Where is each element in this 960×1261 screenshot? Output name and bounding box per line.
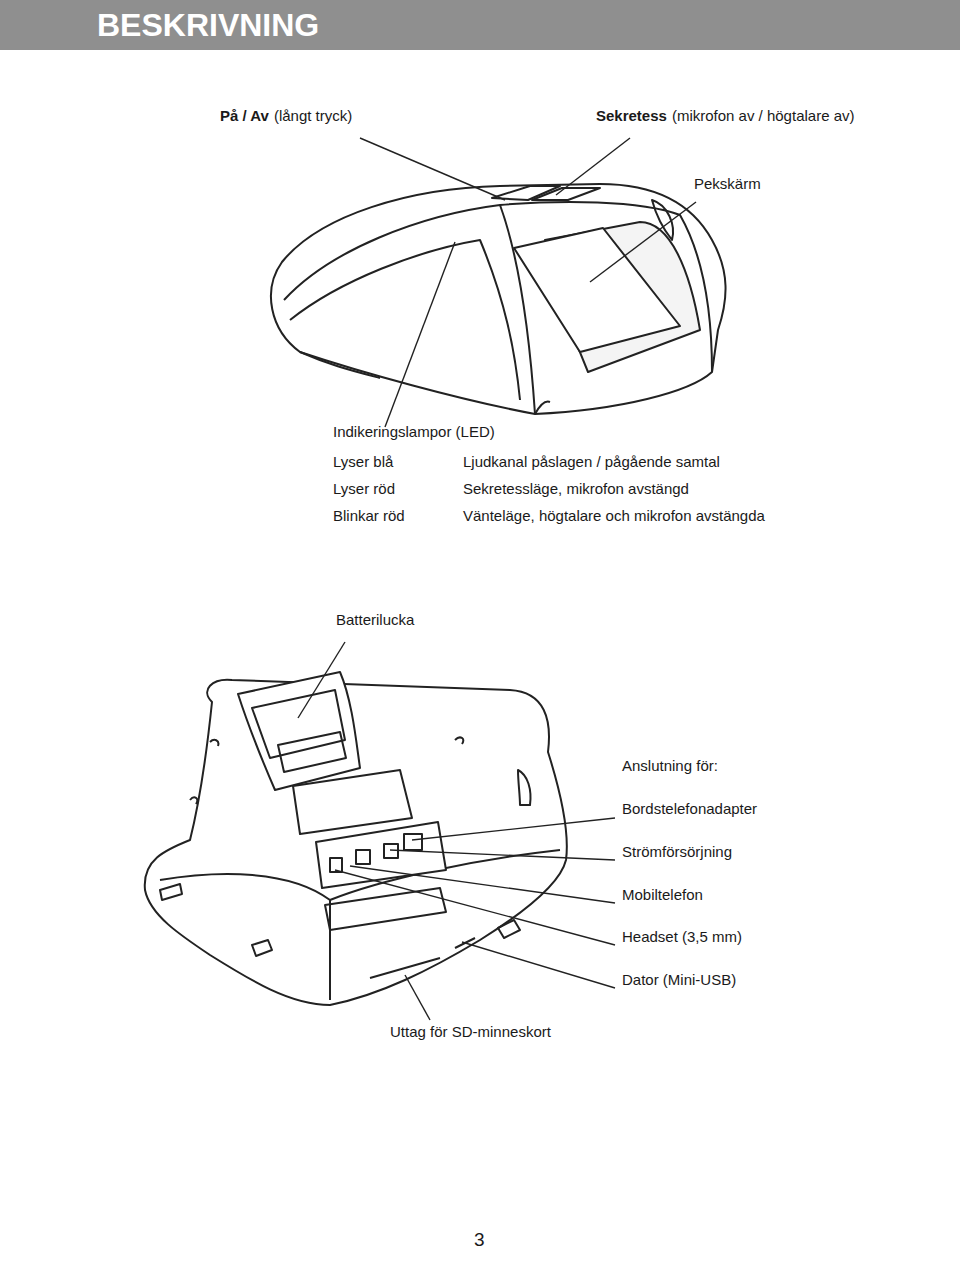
callout-label: Pekskärm	[694, 175, 761, 193]
callout-note: (mikrofon av / högtalare av)	[672, 107, 855, 125]
led-meaning: Ljudkanal påslagen / pågående samtal	[463, 453, 720, 471]
callout-label: Bordstelefonadapter	[622, 800, 757, 818]
callout-label: Uttag för SD-minneskort	[390, 1023, 551, 1041]
callout-label: På / Av	[220, 107, 269, 125]
led-meaning: Vänteläge, högtalare och mikrofon avstän…	[463, 507, 765, 525]
callout-note: (långt tryck)	[274, 107, 352, 125]
callout-label: Indikeringslampor (LED)	[333, 423, 495, 441]
callout-label: Headset (3,5 mm)	[622, 928, 742, 946]
led-state: Lyser röd	[333, 480, 395, 498]
callout-label: Batterilucka	[336, 611, 414, 629]
page-title: BESKRIVNING	[97, 6, 319, 44]
led-meaning: Sekretessläge, mikrofon avstängd	[463, 480, 689, 498]
callout-label: Dator (Mini-USB)	[622, 971, 736, 989]
callout-label: Sekretess	[596, 107, 667, 125]
callout-label: Strömförsörjning	[622, 843, 732, 861]
page-number: 3	[474, 1231, 485, 1249]
callout-heading: Anslutning för:	[622, 757, 718, 775]
led-state: Lyser blå	[333, 453, 393, 471]
callout-label: Mobiltelefon	[622, 886, 703, 904]
led-state: Blinkar röd	[333, 507, 405, 525]
